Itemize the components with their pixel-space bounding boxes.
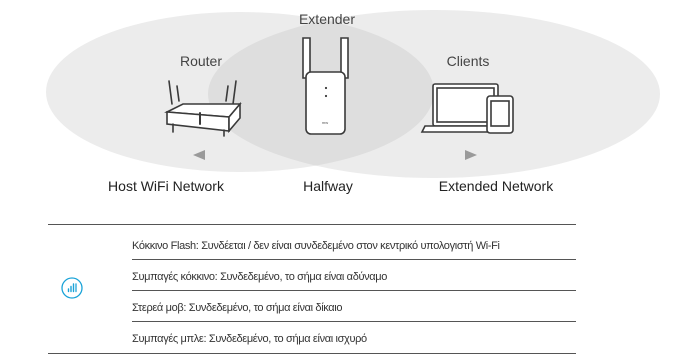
halfway-label: Halfway [303,178,353,194]
overlap-zone [208,12,434,172]
led-status-row: Στερεά μοβ: Συνδεδεμένο, το σήμα είναι δ… [132,302,343,314]
clients-label: Clients [447,53,490,69]
led-status-row: Συμπαγές κόκκινο: Συνδεδεμένο, το σήμα ε… [132,271,388,283]
signal-bars-icon [61,277,83,299]
table-bottom-rule [48,353,576,354]
router-icon [164,80,242,137]
host-network-label: Host WiFi Network [108,178,225,194]
row-divider [132,290,576,291]
table-top-rule [48,224,576,225]
extender-icon: mw [302,37,349,135]
row-divider [132,259,576,260]
router-label: Router [180,53,222,69]
svg-text:mw: mw [322,120,328,125]
coverage-direction-arrow [193,150,477,160]
extended-network-label: Extended Network [439,178,554,194]
led-status-row: Κόκκινο Flash: Συνδέεται / δεν είναι συν… [132,240,500,252]
led-status-row: Συμπαγές μπλε: Συνδεδεμένο, το σήμα είνα… [132,333,367,345]
extender-label: Extender [299,11,355,27]
phone-icon [486,95,514,134]
row-divider [132,321,576,322]
